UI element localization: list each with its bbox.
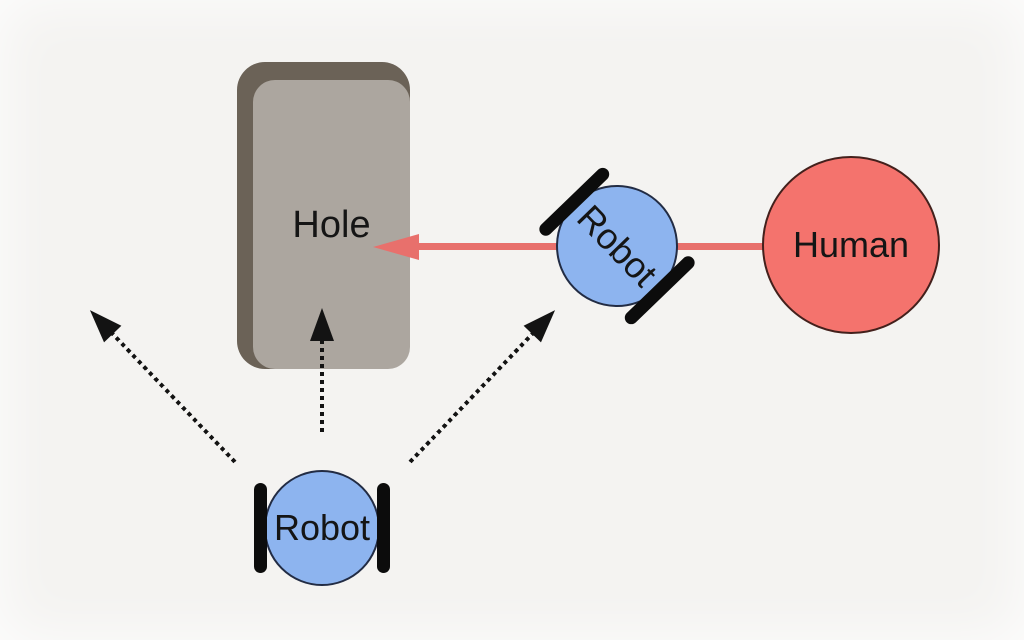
hole-label: Hole — [292, 203, 371, 246]
hole-slot: Hole — [253, 80, 410, 369]
dotted-arrow-shaft — [408, 329, 538, 464]
dotted-arrow-shaft — [320, 336, 324, 432]
robot-wheel-left-icon — [254, 483, 267, 573]
robot-label: Robot — [273, 507, 371, 548]
human-label: Human — [792, 224, 910, 265]
robot-wheel-right-icon — [377, 483, 390, 573]
dotted-arrow-shaft — [107, 329, 237, 464]
dotted-arrow-up-right — [408, 301, 564, 464]
guidance-arrow-head-icon — [373, 234, 419, 260]
robot-planning: Robot — [237, 443, 407, 613]
dotted-arrow-head-icon — [310, 308, 334, 341]
dotted-arrow-up-left — [81, 301, 237, 464]
dotted-arrow-up — [310, 308, 334, 432]
human-circle: Human — [762, 156, 940, 334]
